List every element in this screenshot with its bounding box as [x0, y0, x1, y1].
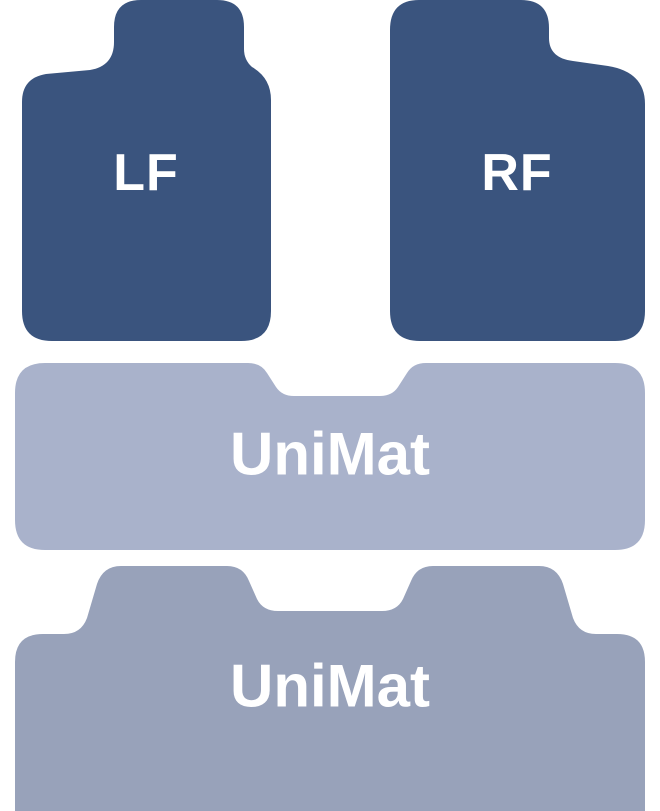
right-front-mat-label: RF — [481, 144, 552, 202]
middle-unimat-shape — [15, 363, 645, 550]
rear-unimat-label: UniMat — [230, 653, 430, 720]
left-front-mat-shape — [22, 0, 271, 341]
left-front-mat-label: LF — [113, 144, 179, 202]
middle-unimat-label: UniMat — [230, 421, 430, 488]
rear-unimat-shape — [15, 566, 645, 811]
right-front-mat-shape — [390, 0, 645, 341]
